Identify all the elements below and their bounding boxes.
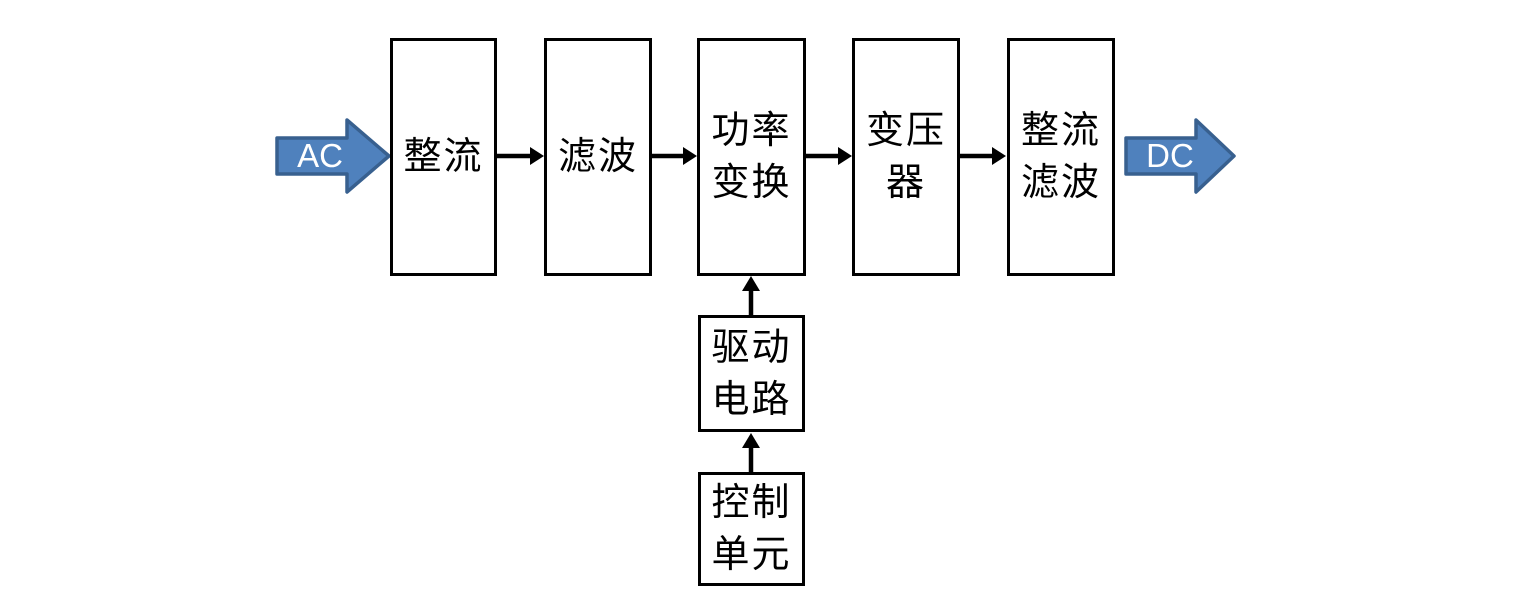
block-label-line: 器 [885, 162, 926, 204]
block-label-line: 控制 [711, 482, 792, 524]
ac-input-arrow [275, 118, 391, 194]
connector-filter-to-power-conversion [652, 147, 697, 165]
dc-label: DC [1146, 137, 1194, 174]
block-label-line: 电路 [711, 378, 792, 421]
block-label-line: 驱动 [711, 326, 792, 369]
connector-drive-circuit-to-power-conversion [742, 276, 760, 315]
block-control-unit: 控制 单元 [698, 472, 805, 586]
connector-transformer-to-rectifier-filter [960, 147, 1006, 165]
ac-label: AC [297, 137, 343, 174]
block-label-line: 滤波 [557, 136, 638, 178]
connector-control-unit-to-drive-circuit [742, 433, 760, 472]
block-label-line: 滤波 [1020, 162, 1101, 204]
block-transformer: 变压 器 [852, 38, 960, 276]
block-label-line: 整流 [403, 136, 484, 178]
block-label-line: 变压 [865, 110, 946, 152]
block-power-conversion: 功率 变换 [697, 38, 806, 276]
block-label-line: 变换 [711, 162, 792, 204]
block-rectifier: 整流 [390, 38, 497, 276]
block-label-line: 单元 [711, 534, 792, 576]
block-label-line: 功率 [711, 110, 792, 152]
connector-rectifier-to-filter [497, 147, 544, 165]
block-rectifier-filter: 整流 滤波 [1007, 38, 1115, 276]
block-drive-circuit: 驱动 电路 [698, 315, 805, 432]
dc-output-arrow [1124, 118, 1236, 194]
block-filter: 滤波 [544, 38, 652, 276]
connector-power-conversion-to-transformer [806, 147, 852, 165]
block-label-line: 整流 [1020, 110, 1101, 152]
